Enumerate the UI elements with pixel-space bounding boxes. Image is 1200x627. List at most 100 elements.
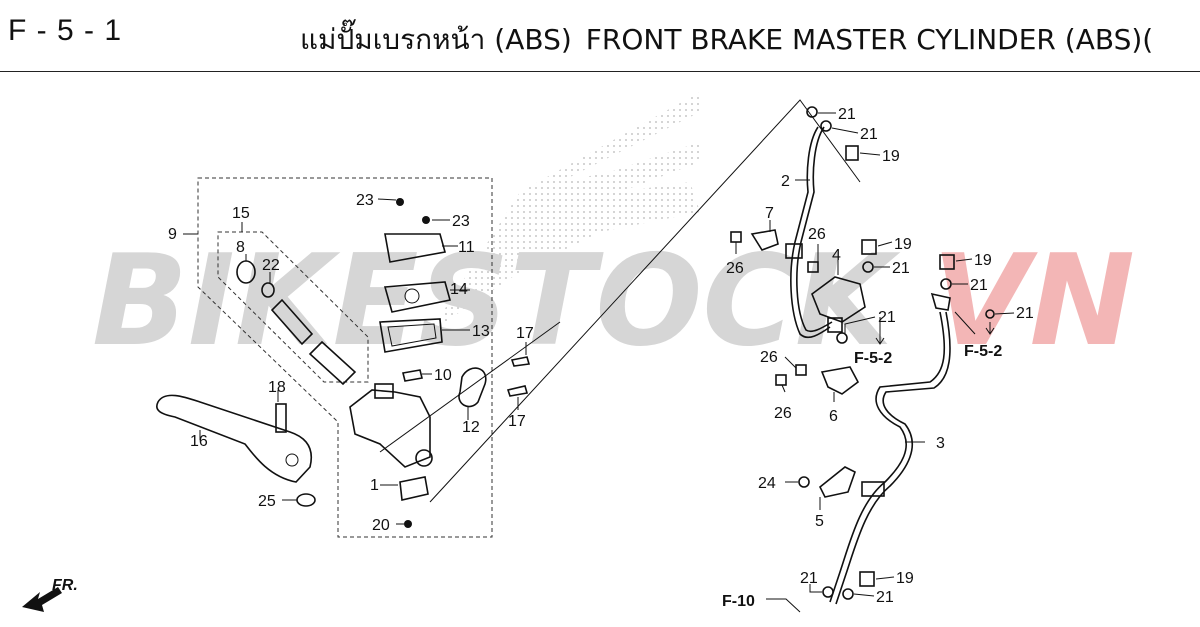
holder-12 — [458, 367, 487, 408]
ref-arrow-a — [875, 334, 885, 345]
front-direction-arrow: FR. — [22, 577, 78, 612]
lever-group — [156, 394, 316, 507]
reference-f10: F-10 — [722, 593, 755, 610]
watermark-red: VN — [932, 227, 1135, 374]
master-cylinder-body — [349, 389, 431, 468]
hose-joint — [785, 243, 803, 259]
banjo-port — [415, 449, 433, 467]
hose-3-fitting — [930, 292, 951, 311]
hose-2-outline — [796, 126, 833, 333]
callout-5: 5 — [815, 513, 824, 530]
washer-21-h — [842, 588, 854, 600]
callout-25: 25 — [258, 493, 276, 510]
master-cylinder-group — [349, 198, 531, 528]
callout-3: 3 — [936, 435, 945, 452]
bolt-19-a — [845, 145, 859, 161]
callout-8: 8 — [236, 239, 245, 256]
callout-13: 13 — [472, 323, 490, 340]
hose-3-line — [829, 311, 946, 603]
callout-18: 18 — [268, 379, 286, 396]
callout-11: 11 — [458, 239, 475, 256]
spring — [308, 340, 357, 386]
arrow-icon — [22, 587, 62, 612]
switch-1 — [399, 476, 429, 501]
callout-21-c: 21 — [892, 260, 910, 277]
screw-23-b — [422, 216, 430, 224]
page-header: F - 5 - 1 แม่ปั๊มเบรกหน้า (ABS) FRONT BRA… — [0, 0, 1200, 72]
nut-25 — [296, 493, 316, 507]
screw-23-a — [396, 198, 404, 206]
leader-lines — [183, 112, 1015, 613]
callout-26-a: 26 — [808, 226, 826, 243]
wing-background — [430, 92, 700, 332]
washer-21-g — [822, 586, 834, 598]
reference-f52-a: F-5-2 — [854, 350, 892, 367]
section-code: F - 5 - 1 — [8, 14, 123, 47]
nut-24 — [798, 476, 810, 488]
callout-23-b: 23 — [452, 213, 470, 230]
callout-19-d: 19 — [896, 570, 914, 587]
parts-diagram: BIKESTOCK VN — [22, 92, 1135, 613]
callout-26-b: 26 — [726, 260, 744, 277]
stay-6 — [820, 366, 860, 395]
guide-line-diagonal — [429, 99, 861, 503]
washer-21-a — [806, 106, 818, 118]
callout-26-d: 26 — [774, 405, 792, 422]
callout-4: 4 — [832, 247, 841, 264]
washer-21-d — [836, 332, 848, 344]
screw-20 — [404, 520, 412, 528]
callout-19-c: 19 — [974, 252, 992, 269]
hose-2-line — [790, 126, 831, 339]
bolt-26-b — [807, 261, 819, 273]
clamp-7 — [750, 229, 779, 251]
title-english: FRONT BRAKE MASTER CYLINDER (ABS)( — [585, 23, 1154, 56]
callout-1: 1 — [370, 477, 379, 494]
washer-21-e — [940, 278, 952, 290]
callout-21-b: 21 — [860, 126, 878, 143]
callout-21-e: 21 — [970, 277, 988, 294]
callout-19-b: 19 — [894, 236, 912, 253]
hose-3-joint — [861, 481, 885, 497]
callout-21-g: 21 — [800, 570, 818, 587]
callout-17-lower: 17 — [508, 413, 526, 430]
hose-3-outline — [835, 311, 951, 605]
callout-17-upper: 17 — [516, 325, 534, 342]
callout-14: 14 — [450, 281, 468, 298]
washer-21-c — [862, 261, 874, 273]
callout-7: 7 — [765, 205, 774, 222]
callout-6: 6 — [829, 408, 838, 425]
bolt-17-upper — [510, 356, 531, 367]
hose-3 — [822, 254, 995, 605]
lever-16 — [156, 394, 312, 483]
watermark-grey: BIKESTOCK — [92, 227, 901, 374]
lever-pivot — [285, 453, 299, 467]
callout-21-h: 21 — [876, 589, 894, 606]
callout-19-a: 19 — [882, 148, 900, 165]
callout-20: 20 — [372, 517, 390, 534]
washer-21-f — [985, 309, 995, 319]
callout-21-f: 21 — [1016, 305, 1034, 322]
hose-joint-lower — [827, 317, 843, 333]
pivot-bolt-18 — [275, 403, 287, 433]
title-thai: แม่ปั๊มเบรกหน้า (ABS) — [300, 23, 572, 56]
plate-hole — [404, 288, 420, 304]
callout-10: 10 — [434, 367, 452, 384]
bolt-19-b — [861, 239, 877, 255]
watermark: BIKESTOCK VN — [92, 227, 1135, 374]
stay-5 — [818, 466, 856, 498]
callout-12: 12 — [462, 419, 480, 436]
page-title: แม่ปั๊มเบรกหน้า (ABS) FRONT BRAKE MASTER … — [300, 18, 1153, 62]
diaphragm-13 — [379, 318, 443, 353]
callout-16: 16 — [190, 433, 208, 450]
bolt-26-c — [775, 374, 787, 386]
reference-f52-b: F-5-2 — [964, 343, 1002, 360]
callout-9: 9 — [168, 226, 177, 243]
reservoir-cap-11 — [384, 233, 447, 263]
diaphragm-inner — [387, 323, 437, 347]
circlip-22 — [261, 282, 275, 298]
callout-26-c: 26 — [760, 349, 778, 366]
callout-2: 2 — [781, 173, 790, 190]
front-label: FR. — [52, 577, 78, 594]
plate-14 — [383, 281, 451, 313]
guide-line-lower — [379, 321, 561, 453]
